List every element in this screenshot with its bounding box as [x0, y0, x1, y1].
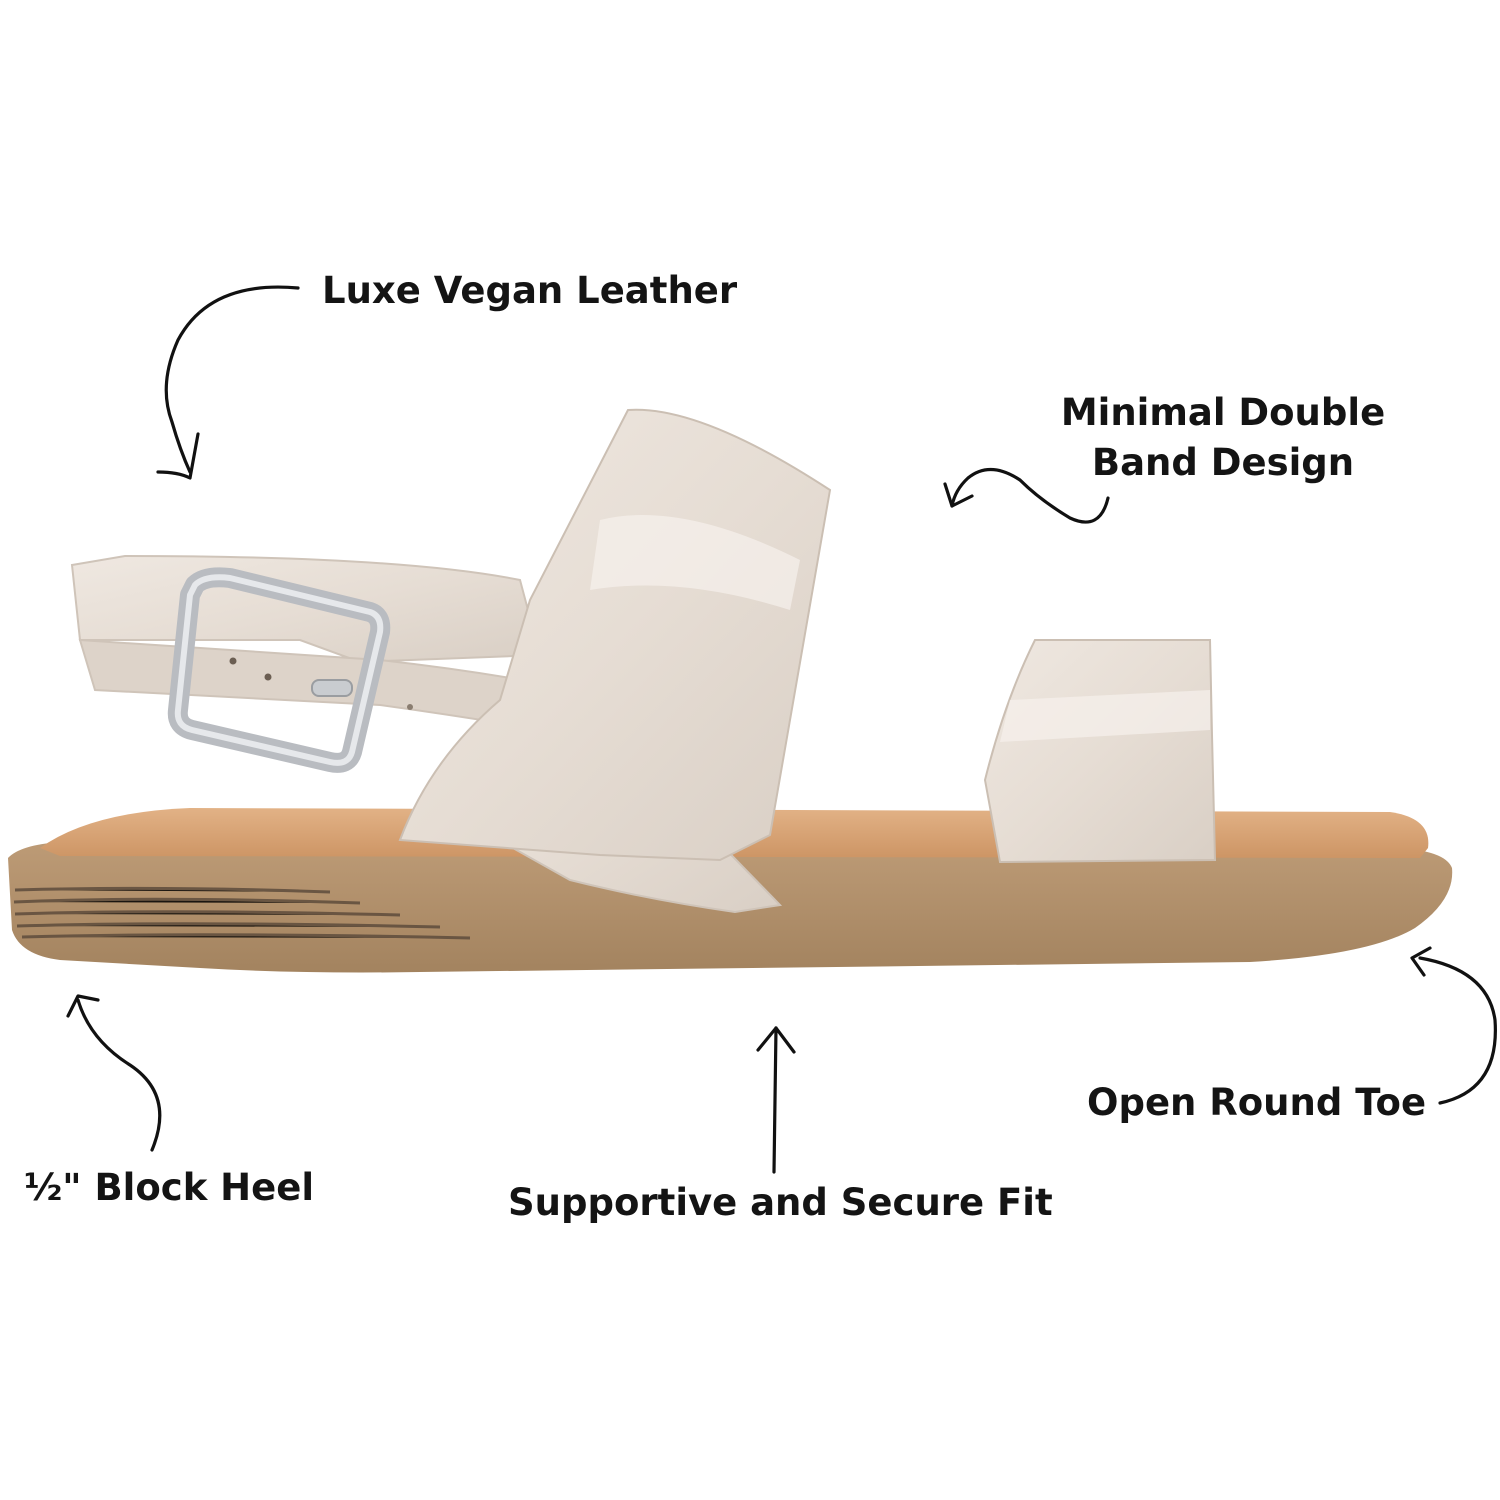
metal-buckle-icon: [167, 567, 391, 773]
hand-drawn-arrow-icon: [1410, 946, 1497, 1105]
strap-hole: [407, 704, 413, 710]
band-shine: [590, 515, 800, 610]
front-band: [983, 639, 1217, 864]
strap-hole: [264, 673, 272, 681]
callout-double-band-design: Minimal Double Band Design: [1058, 388, 1388, 488]
heel-stack: [13, 886, 471, 940]
callout-line: Minimal Double: [1060, 391, 1386, 434]
rear-band: [398, 408, 832, 862]
callout-line: Band Design: [1091, 441, 1355, 484]
callout-secure-fit: Supportive and Secure Fit: [508, 1181, 1053, 1224]
hand-drawn-arrow-icon: [66, 994, 162, 1152]
callout-luxe-vegan-leather: Luxe Vegan Leather: [322, 269, 738, 312]
hand-drawn-arrow-icon: [156, 285, 300, 480]
callout-block-heel: ½" Block Heel: [24, 1166, 315, 1209]
hand-drawn-arrow-icon: [756, 1026, 796, 1174]
band-shine: [1000, 690, 1210, 742]
callout-open-round-toe: Open Round Toe: [1087, 1081, 1427, 1124]
hand-drawn-arrow-icon: [943, 467, 1110, 524]
strap-hole: [229, 657, 237, 665]
